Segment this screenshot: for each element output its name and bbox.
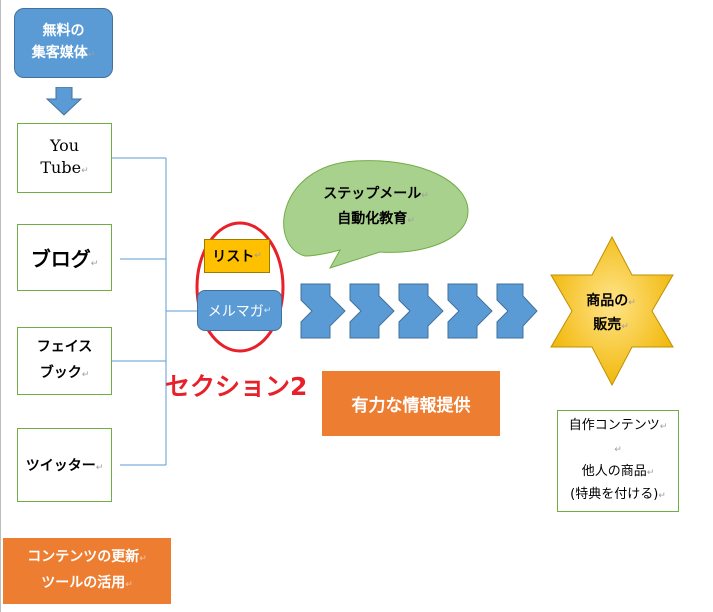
content-line1: 自作コンテンツ	[568, 418, 660, 433]
step-mail-bubble-text: ステップメール↵ 自動化教育↵	[283, 183, 469, 233]
update-line1: コンテンツの更新	[27, 549, 140, 565]
content-line2: 他人の商品	[581, 464, 647, 479]
paragraph-mark-icon: ↵	[646, 468, 655, 478]
facebook-line1: フェイス	[36, 339, 93, 355]
step-mail-bubble	[283, 160, 469, 269]
content-box: 自作コンテンツ↵ ↵ 他人の商品↵ (特典を付ける)↵	[557, 410, 679, 512]
paragraph-mark-icon: ↵	[621, 322, 629, 332]
bubble-line2: 自動化教育	[337, 211, 408, 227]
list-box: リスト↵	[204, 239, 270, 273]
list-label: リスト	[212, 249, 255, 265]
paragraph-mark-icon: ↵	[125, 580, 133, 590]
step-arrow-2	[349, 283, 395, 339]
useful-info-box: 有力な情報提供	[322, 371, 500, 436]
blog-label: ブログ	[30, 247, 91, 271]
paragraph-mark-icon: ↵	[628, 298, 636, 308]
paragraph-mark-icon: ↵	[81, 370, 90, 380]
paragraph-mark-icon: ↵	[659, 422, 668, 432]
connector-lines	[112, 157, 197, 466]
free-media-line2: 集客媒体	[31, 45, 88, 61]
star-line2: 販売	[593, 317, 622, 333]
paragraph-mark-icon: ↵	[263, 305, 272, 316]
content-line3: (特典を付ける)	[570, 487, 659, 502]
down-arrow-icon	[45, 87, 83, 116]
source-youtube: You Tube↵	[17, 123, 112, 193]
paragraph-mark-icon: ↵	[139, 554, 147, 564]
mailmag-box: メルマガ↵	[197, 290, 282, 331]
list-mailmag-highlight-ellipse	[195, 221, 285, 353]
source-blog: ブログ↵	[17, 224, 112, 291]
free-media-line1: 無料の	[42, 23, 85, 39]
page-left-edge	[0, 0, 1, 612]
product-sales-star-text: 商品の↵ 販売↵	[580, 290, 642, 338]
paragraph-mark-icon: ↵	[658, 491, 666, 501]
step-arrow-4	[447, 283, 493, 339]
paragraph-mark-icon: ↵	[421, 191, 429, 201]
paragraph-mark-icon: ↵	[254, 251, 262, 261]
paragraph-mark-icon: ↵	[81, 165, 89, 176]
facebook-line2: ブック	[39, 365, 82, 381]
source-facebook: フェイス ブック↵	[17, 327, 112, 395]
twitter-label: ツイッター	[25, 458, 96, 474]
step-arrows	[300, 283, 538, 339]
bubble-line1: ステップメール	[323, 186, 422, 202]
paragraph-mark-icon: ↵	[614, 445, 622, 455]
star-line1: 商品の	[586, 293, 629, 309]
useful-info-label: 有力な情報提供	[351, 396, 471, 416]
step-arrow-1	[300, 283, 346, 339]
youtube-line1: You	[49, 135, 80, 155]
content-update-box: コンテンツの更新↵ ツールの活用↵	[3, 538, 171, 604]
update-line2: ツールの活用	[41, 575, 126, 591]
source-twitter: ツイッター↵	[17, 428, 112, 502]
mailmag-label: メルマガ	[207, 303, 264, 320]
paragraph-mark-icon: ↵	[407, 216, 415, 226]
free-media-box: 無料の 集客媒体↵	[14, 8, 113, 78]
paragraph-mark-icon: ↵	[90, 259, 99, 269]
youtube-line2: Tube	[40, 157, 82, 177]
section-label: セクション2	[165, 372, 308, 401]
paragraph-mark-icon: ↵	[87, 50, 96, 60]
step-arrow-5	[496, 283, 538, 339]
paragraph-mark-icon: ↵	[95, 463, 104, 473]
product-sales-star	[550, 235, 674, 387]
step-arrow-3	[398, 283, 444, 339]
